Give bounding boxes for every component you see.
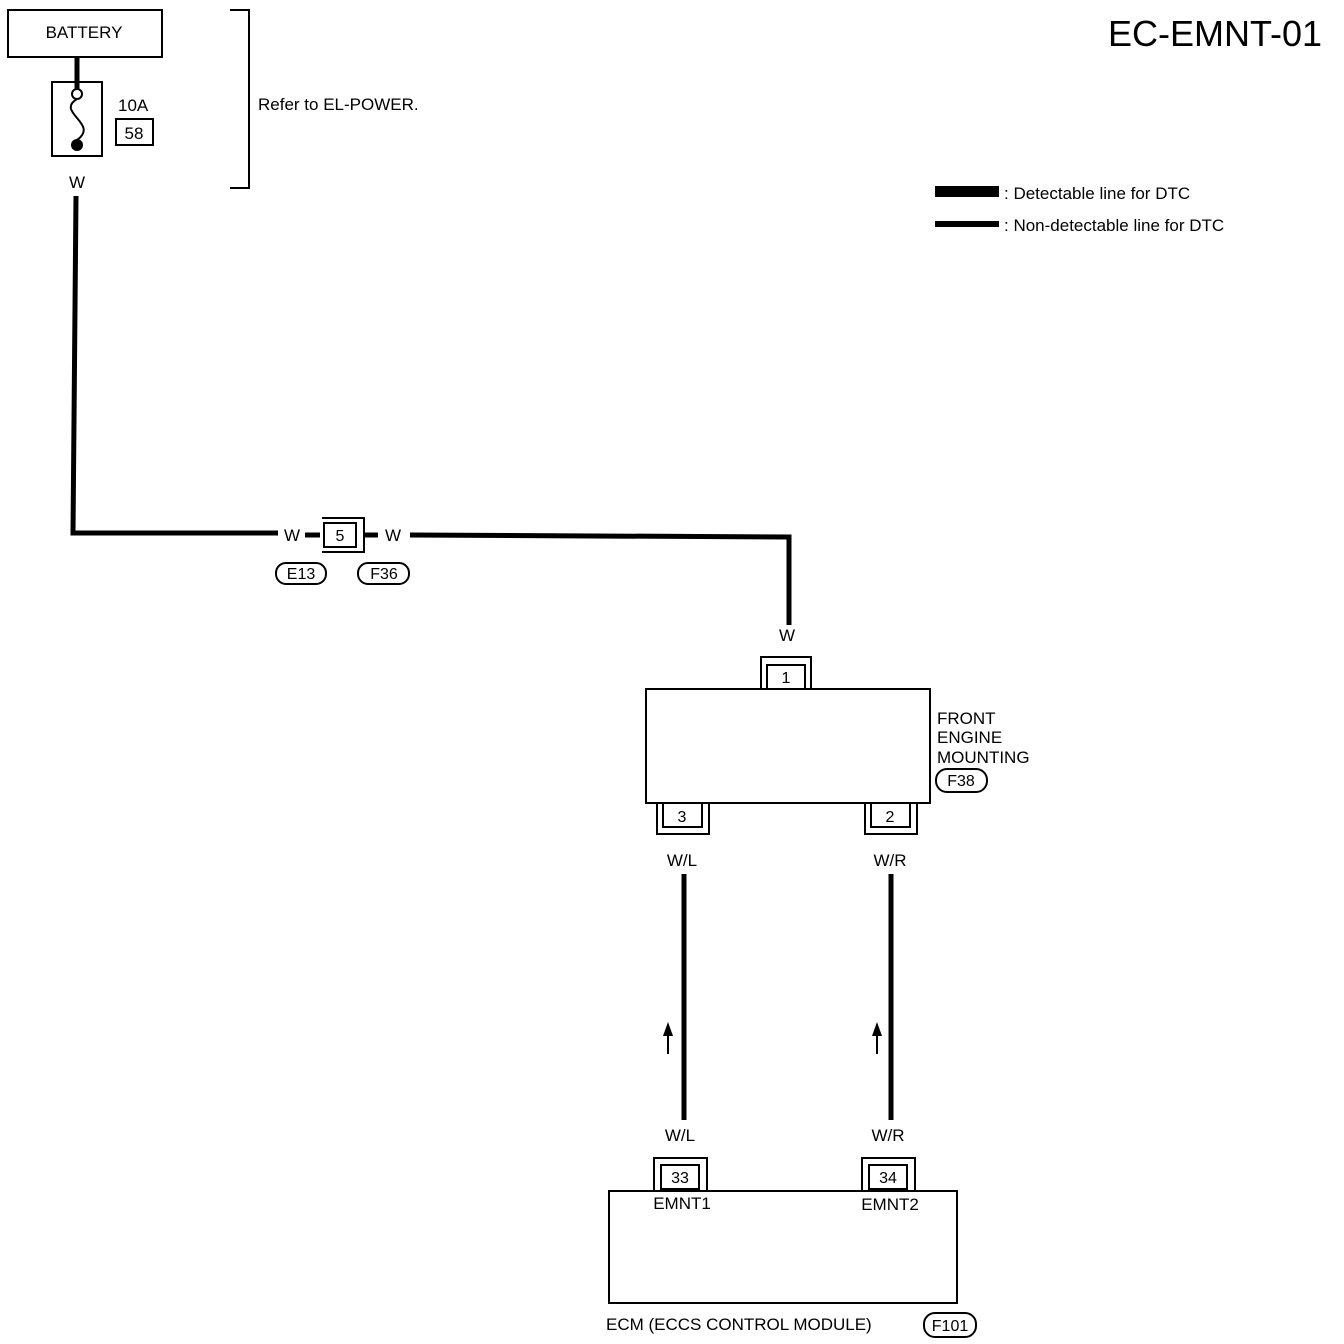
legend-nondetectable-label: : Non-detectable line for DTC [1004, 216, 1224, 235]
refer-note: Refer to EL-POWER. [258, 95, 419, 114]
fuse-bottom-terminal [71, 139, 83, 151]
connector-f38-label: F38 [947, 773, 975, 790]
mount-pin3-box [662, 802, 703, 828]
mount-pin3-label: 3 [678, 809, 687, 826]
legend-detectable-label: : Detectable line for DTC [1004, 184, 1190, 203]
ecm-pin33-box [660, 1164, 700, 1190]
joint-connector-pin-box [323, 522, 357, 548]
mount-pin2-box [870, 802, 911, 828]
mount-pin1-shell [760, 656, 812, 689]
fuse-box [51, 81, 103, 157]
ecm-pin34-box [868, 1164, 908, 1190]
mount-pin2-shell [864, 803, 918, 835]
ecm-terminal-emnt1: EMNT1 [653, 1194, 711, 1213]
fuse-number: 58 [125, 124, 144, 143]
wire-color-mount-in: W [779, 626, 795, 645]
wire-color-fuse-out: W [69, 173, 85, 192]
wire-color-ecm-pin34: W/R [871, 1126, 904, 1145]
battery-box [7, 9, 163, 58]
connector-f38-badge [935, 768, 988, 793]
mount-pin2-label: 2 [886, 809, 895, 826]
wire-fuse-to-joint [70, 195, 278, 536]
ecm-pin34-label: 34 [879, 1170, 897, 1187]
page-code: EC-EMNT-01 [1108, 13, 1322, 54]
fuse-top-terminal [71, 88, 83, 100]
fuse-number-box [115, 118, 154, 146]
legend-nondetectable-swatch [935, 221, 999, 227]
wire-color-joint-left: W [284, 526, 300, 545]
fuse-element-icon [69, 98, 85, 141]
front-engine-mounting-label-line2: ENGINE [937, 728, 1002, 747]
front-engine-mounting-box [645, 688, 931, 804]
wire-color-joint-right: W [385, 526, 401, 545]
wire-joint-to-mount [409, 532, 792, 625]
ecm-label: ECM (ECCS CONTROL MODULE) [606, 1315, 872, 1334]
legend-detectable-swatch [935, 186, 999, 197]
joint-connector-pin: 5 [336, 528, 345, 545]
fuse-rating: 10A [118, 96, 149, 115]
battery-label: BATTERY [46, 23, 123, 42]
connector-e13-label: E13 [287, 566, 316, 583]
front-engine-mounting-label-line3: MOUNTING [937, 748, 1030, 767]
ecm-pin33-shell [653, 1157, 708, 1191]
ecm-terminal-emnt2: EMNT2 [861, 1195, 919, 1214]
connector-f101-badge [923, 1312, 977, 1338]
refer-bracket [230, 9, 250, 189]
mount-pin1-label: 1 [782, 670, 791, 687]
ecm-box [608, 1190, 958, 1304]
wire-color-ecm-pin33: W/L [665, 1126, 695, 1145]
connector-e13-badge [275, 562, 327, 585]
ecm-pin34-shell [861, 1157, 916, 1191]
connector-f36-label: F36 [370, 566, 398, 583]
signal-arrow-emnt1-icon [663, 1022, 673, 1054]
connector-f101-label: F101 [932, 1318, 969, 1335]
ecm-pin33-label: 33 [671, 1170, 689, 1187]
signal-arrow-emnt2-icon [872, 1022, 882, 1054]
mount-pin3-shell [656, 803, 710, 835]
wire-color-mount-pin3: W/L [667, 851, 697, 870]
connector-f36-badge [357, 562, 410, 585]
wire-color-mount-pin2: W/R [873, 851, 906, 870]
front-engine-mounting-label-line1: FRONT [937, 709, 996, 728]
